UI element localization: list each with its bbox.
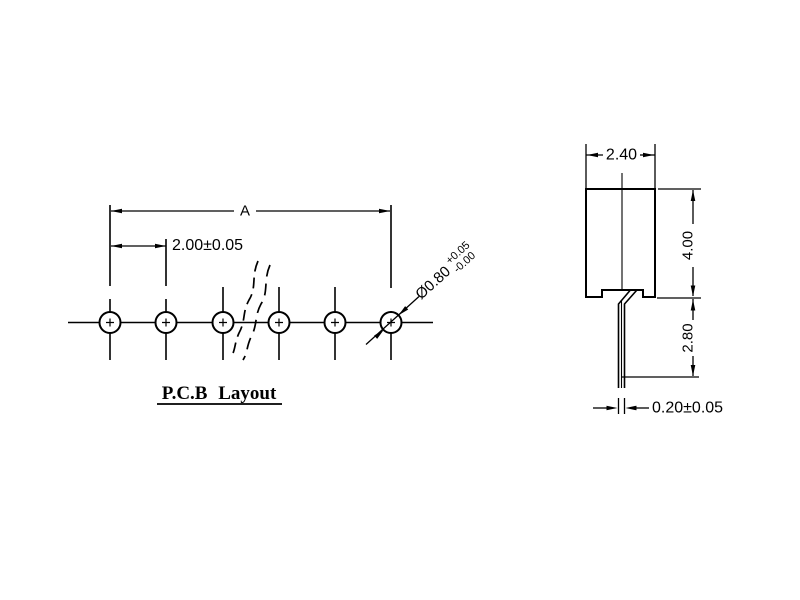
pcb-layout-view: A 2.00±0.05 Ø0.80 +0.05 -0.00 P.C.B Layo… [68, 203, 478, 405]
side-view: 2.40 4.00 2.80 [585, 144, 723, 417]
dim-hole-pitch-label: 2.00±0.05 [172, 237, 243, 254]
hole-centerlines [109, 205, 392, 360]
component-pin [617, 289, 638, 388]
hole-center-marks [106, 318, 395, 327]
dim-pin-length-label: 2.80 [680, 323, 697, 352]
dim-body-width-label: 2.40 [606, 147, 637, 164]
dim-hole-pitch: 2.00±0.05 [111, 237, 243, 254]
dim-pin-thickness-label: 0.20±0.05 [652, 400, 723, 417]
dim-pin-length: 2.80 [680, 299, 697, 376]
dim-body-height-label: 4.00 [680, 231, 697, 260]
dim-hole-diameter: Ø0.80 +0.05 -0.00 [365, 239, 478, 345]
dim-total-pitch-label: A [240, 203, 250, 220]
hole-diameter-label: Ø0.80 [412, 263, 454, 303]
component-body [585, 188, 656, 298]
dim-body-height: 4.00 [680, 190, 697, 297]
drawing-title: P.C.B Layout [157, 383, 282, 405]
break-mark [230, 260, 271, 361]
dim-pin-thickness: 0.20±0.05 [593, 398, 723, 417]
vertical-dim-extension-lines [622, 188, 701, 378]
dim-total-pitch: A [111, 203, 390, 220]
drawing-title-label: P.C.B Layout [162, 383, 277, 404]
dim-body-width: 2.40 [585, 144, 656, 188]
